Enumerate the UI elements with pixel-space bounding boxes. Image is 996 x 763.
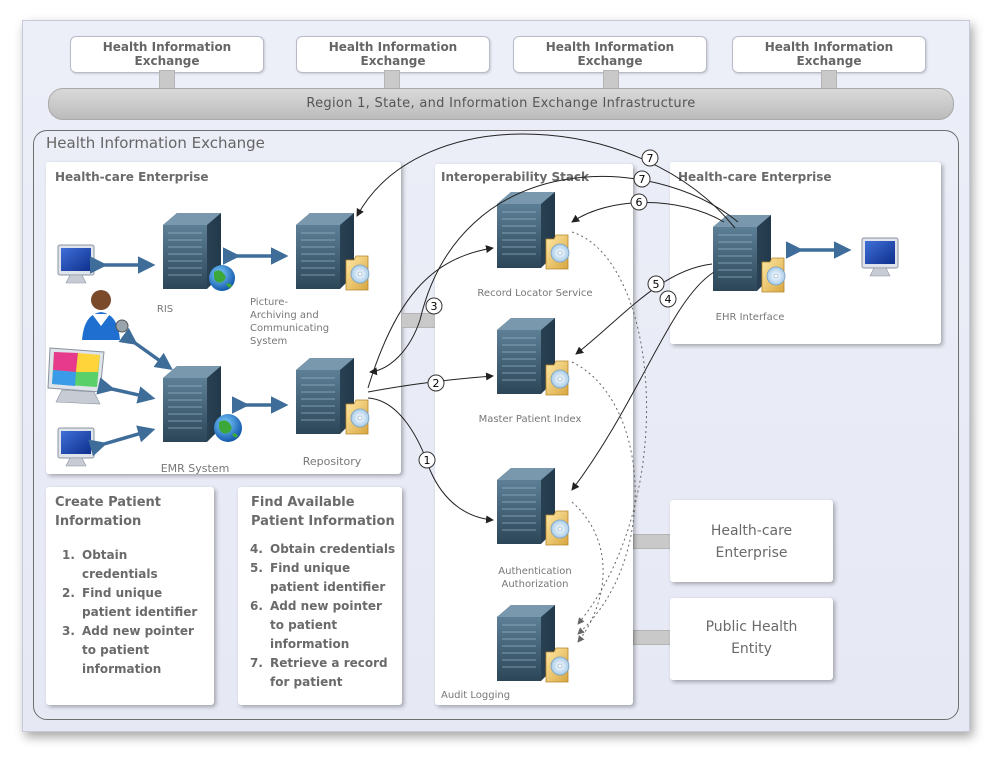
svg-text:4: 4	[665, 293, 672, 306]
step-marker-3: 3	[425, 297, 443, 315]
create-steps: 1.Obtain credentials 2.Find unique patie…	[62, 546, 212, 679]
side-enterprise-box: Health-care Enterprise	[670, 500, 833, 582]
pacs-server-icon	[295, 212, 355, 290]
folder-disc-icon	[761, 257, 786, 293]
svg-text:7: 7	[639, 173, 646, 186]
mpi-label: Master Patient Index	[478, 414, 582, 425]
svg-text:6: 6	[636, 196, 643, 209]
monitor-icon	[57, 427, 95, 467]
step-marker-1: 1	[418, 451, 436, 469]
create-step: 3.Add new pointer to patient information	[62, 624, 194, 676]
link-arrows	[88, 241, 852, 457]
left-enterprise-title: Health-care Enterprise	[55, 170, 209, 184]
pacs-label: Picture- Archiving and Communicating Sys…	[250, 297, 330, 347]
folder-disc-icon	[545, 360, 570, 396]
user-avatar-icon	[82, 290, 129, 340]
step-markers: 7 7 6 5 4 3 2 1	[418, 149, 677, 469]
folder-disc-icon	[545, 647, 570, 683]
rls-label: Record Locator Service	[477, 288, 593, 299]
public-health-box: Public Health Entity	[670, 598, 833, 680]
ehr-label: EHR Interface	[715, 312, 785, 323]
monitor-icon	[861, 237, 899, 277]
step-marker-6: 6	[630, 193, 648, 211]
auth-label: Authentication Authorization	[498, 566, 572, 590]
create-step: 2.Find unique patient identifier	[62, 586, 198, 619]
hie-title: Health Information Exchange	[46, 134, 265, 152]
globe-land	[214, 270, 232, 288]
step-marker-2: 2	[427, 374, 445, 392]
right-enterprise-title: Health-care Enterprise	[678, 170, 832, 184]
monitor-icon	[57, 244, 95, 284]
folder-disc-icon	[345, 399, 370, 435]
step-marker-7b: 7	[633, 170, 651, 188]
create-panel	[46, 487, 214, 705]
step-marker-5: 5	[647, 275, 665, 293]
audit-dotted-arrows	[571, 231, 648, 643]
folder-disc-icon	[545, 234, 570, 270]
top-exchange-3: Health Information Exchange	[513, 36, 707, 73]
find-steps: 4.Obtain credentials 5.Find unique patie…	[250, 540, 402, 692]
find-panel-title: Find Available Patient Information	[251, 495, 395, 529]
svg-text:2: 2	[433, 377, 440, 390]
find-step: 4.Obtain credentials	[250, 542, 396, 556]
repository-label: Repository	[302, 455, 362, 468]
top-exchange-4: Health Information Exchange	[732, 36, 926, 73]
step-marker-7a: 7	[641, 149, 659, 167]
emr-server-icon	[162, 365, 222, 443]
emr-label: EMR System	[160, 462, 230, 475]
folder-disc-icon	[545, 510, 570, 546]
folder-disc-icon	[345, 255, 370, 291]
hie-container	[33, 130, 959, 720]
find-step: 6.Add new pointer to patient information	[250, 599, 382, 651]
repository-server-icon	[295, 357, 355, 435]
svg-text:3: 3	[431, 300, 438, 313]
svg-text:5: 5	[653, 278, 660, 291]
find-panel	[238, 487, 402, 705]
step-marker-4: 4	[659, 290, 677, 308]
svg-text:7: 7	[647, 152, 654, 165]
find-step: 5.Find unique patient identifier	[250, 561, 386, 594]
create-panel-title: Create Patient Information	[55, 495, 162, 529]
flow-arrows	[356, 133, 739, 524]
find-step: 7.Retrieve a record for patient	[250, 656, 388, 689]
infrastructure-bus: Region 1, State, and Information Exchang…	[48, 88, 954, 120]
ris-label: RIS	[156, 304, 174, 315]
audit-label: Audit Logging	[441, 690, 511, 701]
top-exchange-1: Health Information Exchange	[70, 36, 264, 73]
globe-land	[219, 420, 238, 438]
stack-title: Interoperability Stack	[441, 170, 590, 184]
svg-text:1: 1	[424, 454, 431, 467]
color-monitor-icon	[47, 347, 105, 405]
create-step: 1.Obtain credentials	[62, 548, 158, 581]
